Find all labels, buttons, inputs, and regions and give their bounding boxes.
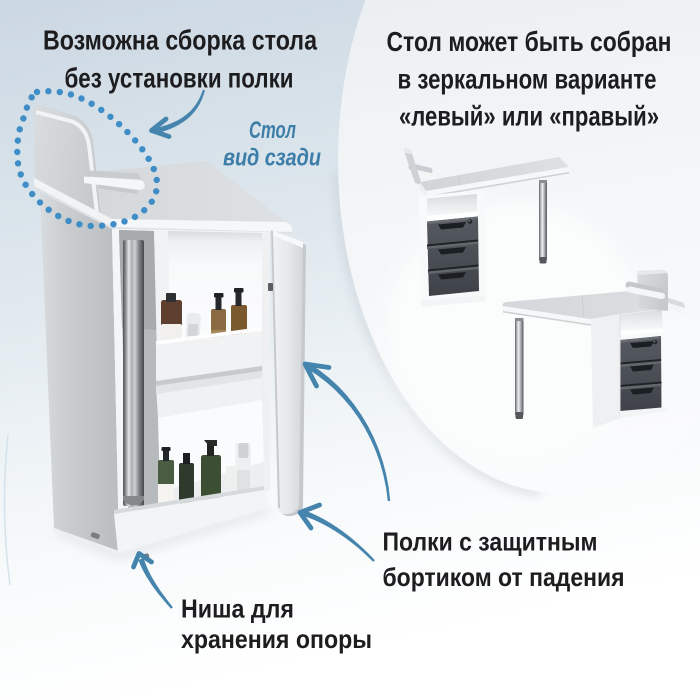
svg-text:вид сзади: вид сзади (223, 145, 321, 172)
svg-text:Возможна сборка стола: Возможна сборка стола (43, 25, 318, 56)
svg-text:Ниша для: Ниша для (181, 594, 294, 624)
svg-text:бортиком от падения: бортиком от падения (383, 562, 625, 592)
svg-text:без установки полки: без установки полки (65, 63, 294, 94)
svg-text:Стол может быть собран: Стол может быть собран (387, 26, 672, 57)
svg-text:Стол: Стол (249, 117, 296, 144)
svg-text:«левый» или «правый»: «левый» или «правый» (399, 101, 659, 132)
svg-text:в зеркальном варианте: в зеркальном варианте (398, 64, 657, 95)
svg-text:хранения опоры: хранения опоры (181, 624, 372, 654)
svg-text:Полки с защитным: Полки с защитным (383, 527, 598, 557)
